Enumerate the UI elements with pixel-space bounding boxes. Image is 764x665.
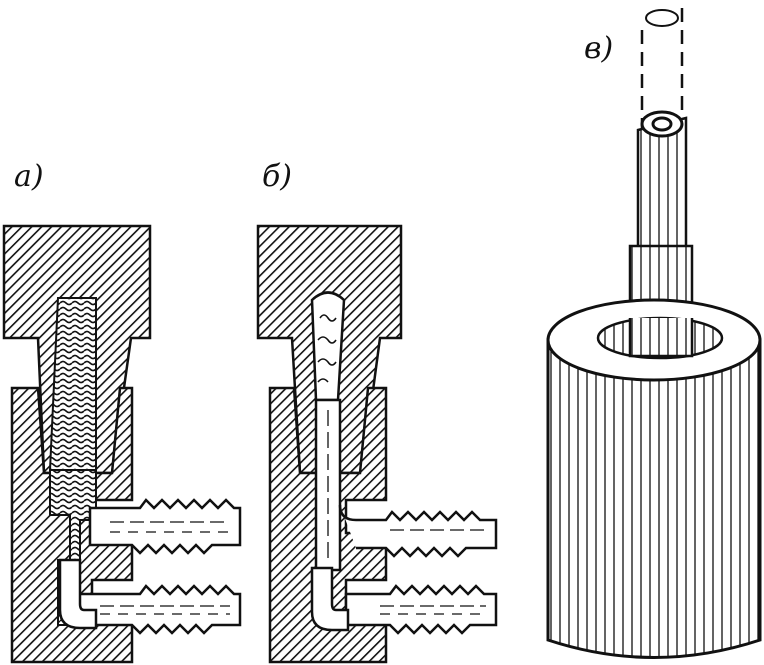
- panel-c-top-ring: [645, 9, 679, 27]
- panel-c-tube-bore: [651, 116, 673, 132]
- panel-c-dashed-outline: [640, 8, 684, 130]
- panel-a-channel: [48, 297, 97, 471]
- panel-b-lower-pipe: [344, 584, 498, 635]
- panel-b-upper-pipe: [338, 504, 498, 558]
- panel-c-upper-tube: [636, 116, 688, 252]
- panel-c-label: в): [584, 31, 613, 66]
- panel-b-rod: [310, 291, 346, 402]
- panel-a-bent-tube: [58, 558, 98, 630]
- panel-a-upper-pipe: [88, 498, 242, 555]
- panel-b-rod-filling: [317, 314, 337, 383]
- panel-b: б): [256, 159, 498, 664]
- panel-a-lower-pipe: [68, 584, 242, 635]
- panel-a: а): [2, 159, 242, 664]
- panel-b-bent-tube: [310, 566, 350, 632]
- panel-c: в): [546, 8, 762, 659]
- panel-a-label: а): [14, 159, 44, 194]
- panel-b-label: б): [262, 159, 292, 194]
- panel-c-tube-in-bore: [628, 318, 694, 358]
- panel-c-cylinder: [546, 338, 762, 659]
